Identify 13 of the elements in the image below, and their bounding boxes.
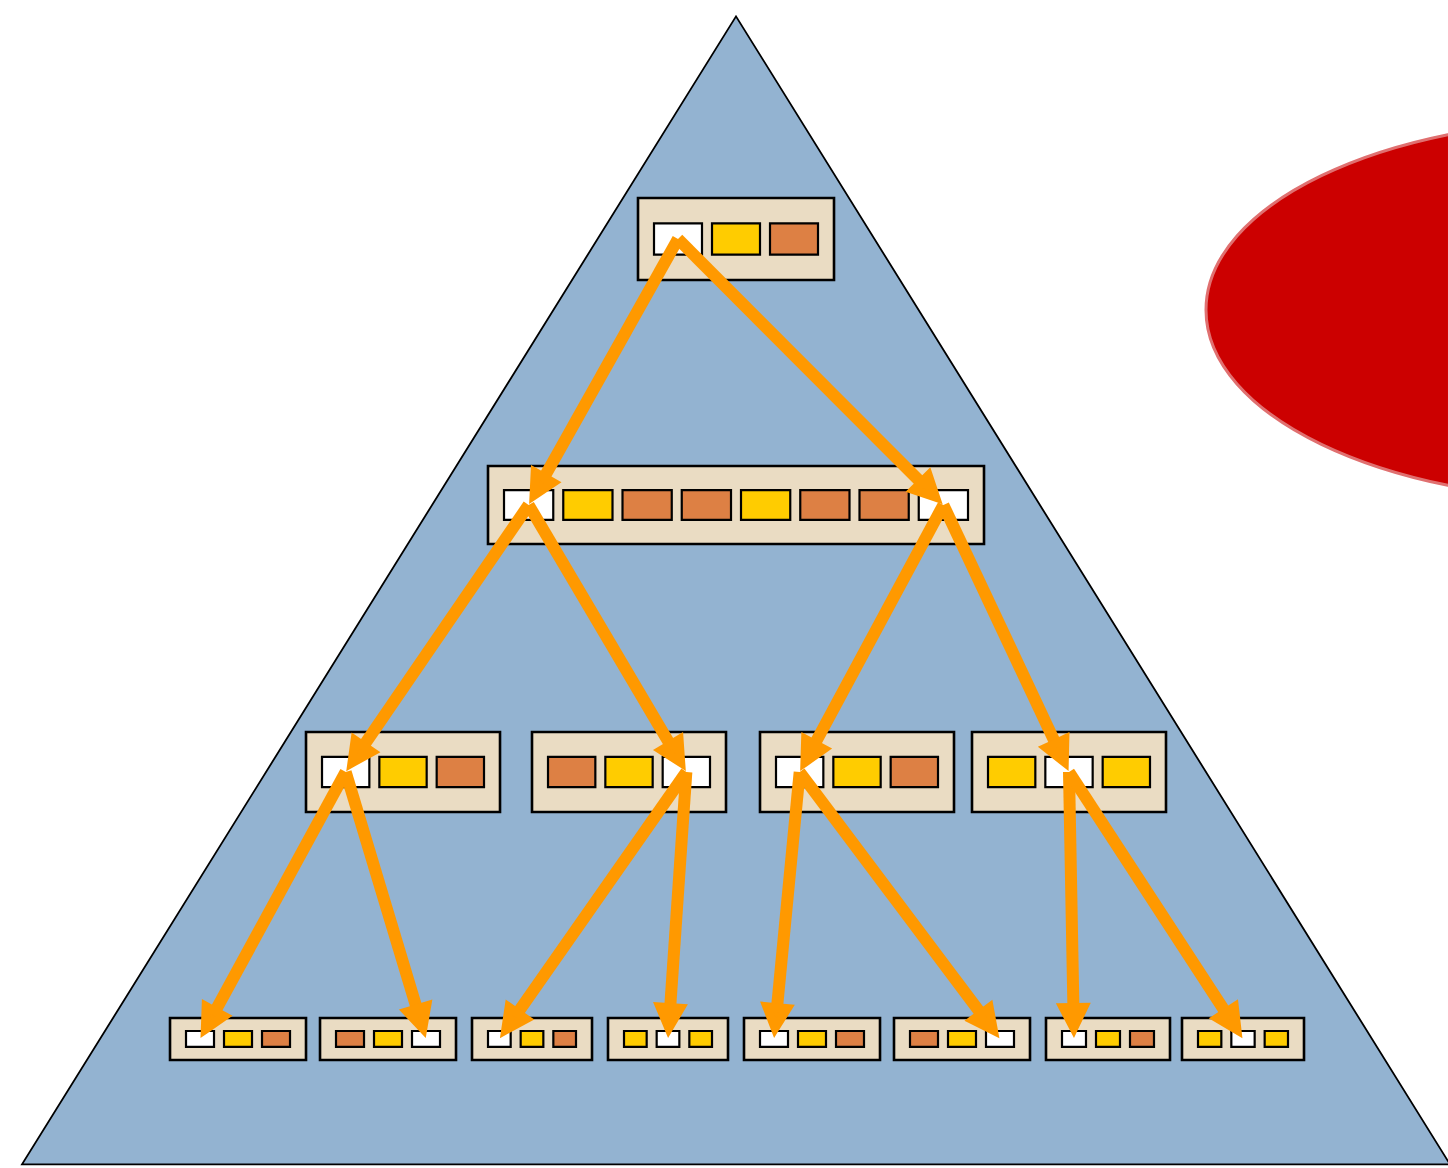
array-box bbox=[530, 730, 728, 814]
array-box bbox=[1180, 1016, 1306, 1062]
array-box bbox=[758, 730, 956, 814]
array-box bbox=[742, 1016, 882, 1062]
array-box bbox=[318, 1016, 458, 1062]
array-box bbox=[636, 196, 836, 282]
array-box bbox=[168, 1016, 308, 1062]
array-box bbox=[486, 464, 986, 546]
array-box bbox=[970, 730, 1168, 814]
array-box bbox=[606, 1016, 730, 1062]
array-box bbox=[1044, 1016, 1172, 1062]
array-box bbox=[892, 1016, 1032, 1062]
array-box bbox=[470, 1016, 594, 1062]
